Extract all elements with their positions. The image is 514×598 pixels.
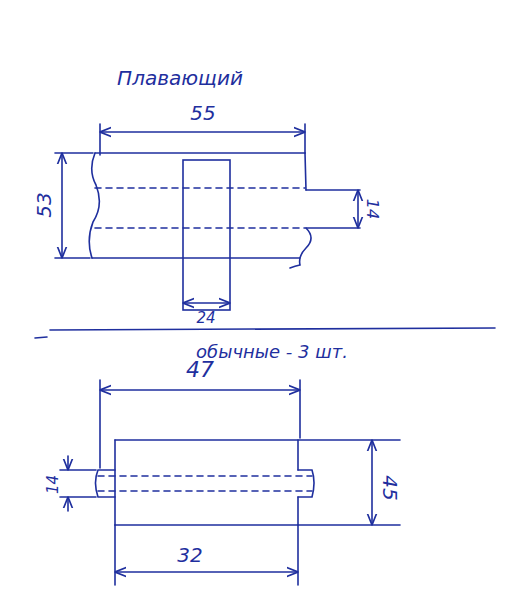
dimension-value: 53 [34, 190, 54, 219]
section-title: обычные - 3 шт. [194, 343, 350, 361]
separator-dash [35, 337, 47, 338]
dimension-value: 45 [380, 473, 400, 502]
dimension-value: 14 [364, 197, 380, 221]
dimension-value: 14 [47, 472, 62, 495]
dimension-value: 32 [175, 545, 204, 565]
dimension-value: 24 [194, 311, 217, 326]
floating-part [55, 124, 360, 310]
section-title: Плавающий [115, 68, 245, 88]
regular-part [60, 380, 400, 585]
dimension-value: 47 [184, 359, 216, 381]
separator-line [50, 328, 495, 330]
dimension-value: 55 [188, 103, 217, 123]
